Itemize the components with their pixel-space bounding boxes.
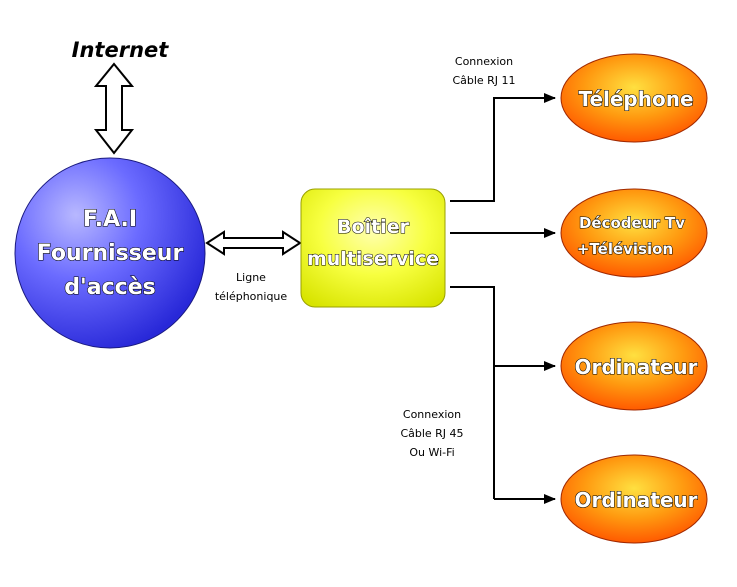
decodeur-label-line2: +Télévision <box>577 240 673 258</box>
decodeur-node <box>560 188 708 278</box>
connector-trunk <box>450 286 495 499</box>
ligne-label-line2: téléphonique <box>215 290 288 303</box>
telephone-node <box>560 53 708 143</box>
ordinateur1-label: Ordinateur <box>575 355 698 379</box>
decodeur-label-line1: Décodeur Tv <box>579 214 685 232</box>
fai-label-line3: d'accès <box>64 275 155 300</box>
rj45-label-line2: Câble RJ 45 <box>400 427 463 440</box>
internet-label: Internet <box>72 38 170 62</box>
rj11-label-line2: Câble RJ 11 <box>452 74 515 87</box>
rj45-label-line1: Connexion <box>403 408 461 421</box>
ordinateur2-label: Ordinateur <box>575 488 698 512</box>
fai-node <box>14 157 206 349</box>
boitier-label-line1: Boîtier <box>337 216 410 238</box>
rj45-label-line3: Ou Wi-Fi <box>409 446 454 459</box>
boitier-label-line2: multiservice <box>307 248 439 270</box>
internet-double-arrow <box>93 62 135 155</box>
connector-telephone <box>450 93 556 202</box>
ligne-label-line1: Ligne <box>236 271 266 284</box>
rj11-label-line1: Connexion <box>455 55 513 68</box>
ordinateur1-node <box>560 321 708 411</box>
telephone-label: Téléphone <box>578 87 693 111</box>
fai-label-line2: Fournisseur <box>37 241 184 266</box>
phone-line-double-arrow <box>205 230 302 256</box>
fai-label-line1: F.A.I <box>83 207 137 232</box>
ordinateur2-node <box>560 454 708 544</box>
boitier-node <box>300 188 446 308</box>
